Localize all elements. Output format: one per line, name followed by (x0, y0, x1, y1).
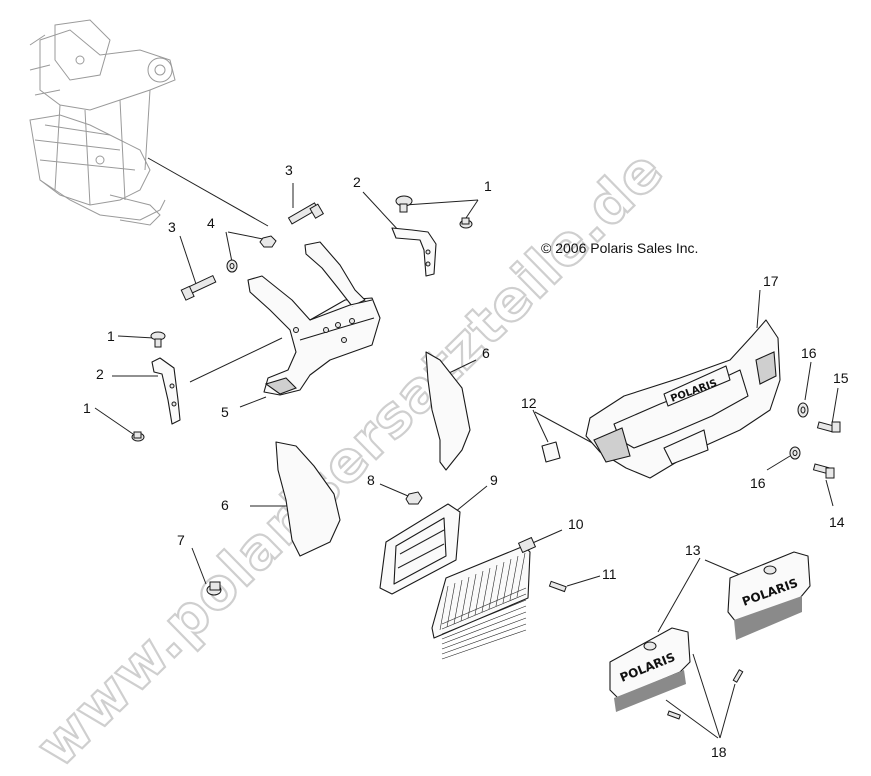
mesh-pattern (439, 552, 527, 660)
bolt-3-upper (287, 202, 325, 225)
bolt-14 (812, 463, 835, 479)
bumper-brace-5 (247, 241, 381, 396)
callout-14: 14 (829, 514, 845, 530)
mud-flap-13-right: POLARIS (727, 551, 811, 640)
callout-10: 10 (568, 516, 584, 532)
nut-4 (226, 235, 277, 273)
rivet-1-a (395, 195, 413, 213)
front-bumper-17: POLARIS (585, 319, 781, 479)
mesh-grille-10 (431, 536, 537, 660)
label-12 (541, 441, 561, 463)
bolt-15 (816, 421, 841, 433)
callout-12: 12 (521, 395, 537, 411)
screw-18-b (667, 710, 681, 720)
vehicle-frame (29, 19, 176, 226)
mud-flap-13-left: POLARIS (609, 627, 691, 712)
callout-6-right: 6 (482, 345, 490, 361)
grille-frame-9 (379, 503, 461, 595)
callouts: 3 3 4 2 1 1 2 1 5 6 6 7 8 9 10 11 12 13 … (83, 162, 849, 760)
callout-11: 11 (602, 566, 617, 582)
callout-7: 7 (177, 532, 185, 548)
rivet-1-c (150, 331, 166, 348)
callout-8: 8 (367, 472, 375, 488)
callout-15: 15 (833, 370, 849, 386)
watermark-text: www.polarisersatzteile.de (24, 138, 676, 776)
watermark: www.polarisersatzteile.de (23, 137, 677, 776)
callout-9: 9 (490, 472, 498, 488)
washer-16-upper (797, 402, 809, 418)
side-panel-6-right (425, 351, 471, 471)
callout-13: 13 (685, 542, 701, 558)
callout-1-left-lower: 1 (83, 400, 91, 416)
nut-8 (405, 491, 423, 505)
callout-16-lower: 16 (750, 475, 766, 491)
callout-16-upper: 16 (801, 345, 817, 361)
callout-2-upper: 2 (353, 174, 361, 190)
callout-2-lower: 2 (96, 366, 104, 382)
screw-11 (548, 580, 567, 593)
screw-7 (206, 581, 222, 596)
callout-6-left: 6 (221, 497, 229, 513)
callout-18: 18 (711, 744, 727, 760)
callout-1-upper-right: 1 (484, 178, 492, 194)
bracket-2-upper (391, 227, 437, 277)
bracket-2-lower (151, 357, 181, 425)
callout-3-lower: 3 (168, 219, 176, 235)
bolt-3-lower (180, 274, 217, 301)
washer-16-lower (789, 446, 801, 460)
side-panel-6-left (275, 441, 341, 557)
callout-4: 4 (207, 215, 215, 231)
screw-18-a (732, 669, 744, 683)
callout-17: 17 (763, 273, 779, 289)
callout-5: 5 (221, 404, 229, 420)
callout-3-upper: 3 (285, 162, 293, 178)
leader-lines (94, 157, 839, 739)
copyright-text: © 2006 Polaris Sales Inc. (541, 240, 698, 256)
rivet-1-d (131, 431, 145, 442)
callout-1-left-upper: 1 (107, 328, 115, 344)
rivet-1-b (459, 217, 473, 229)
